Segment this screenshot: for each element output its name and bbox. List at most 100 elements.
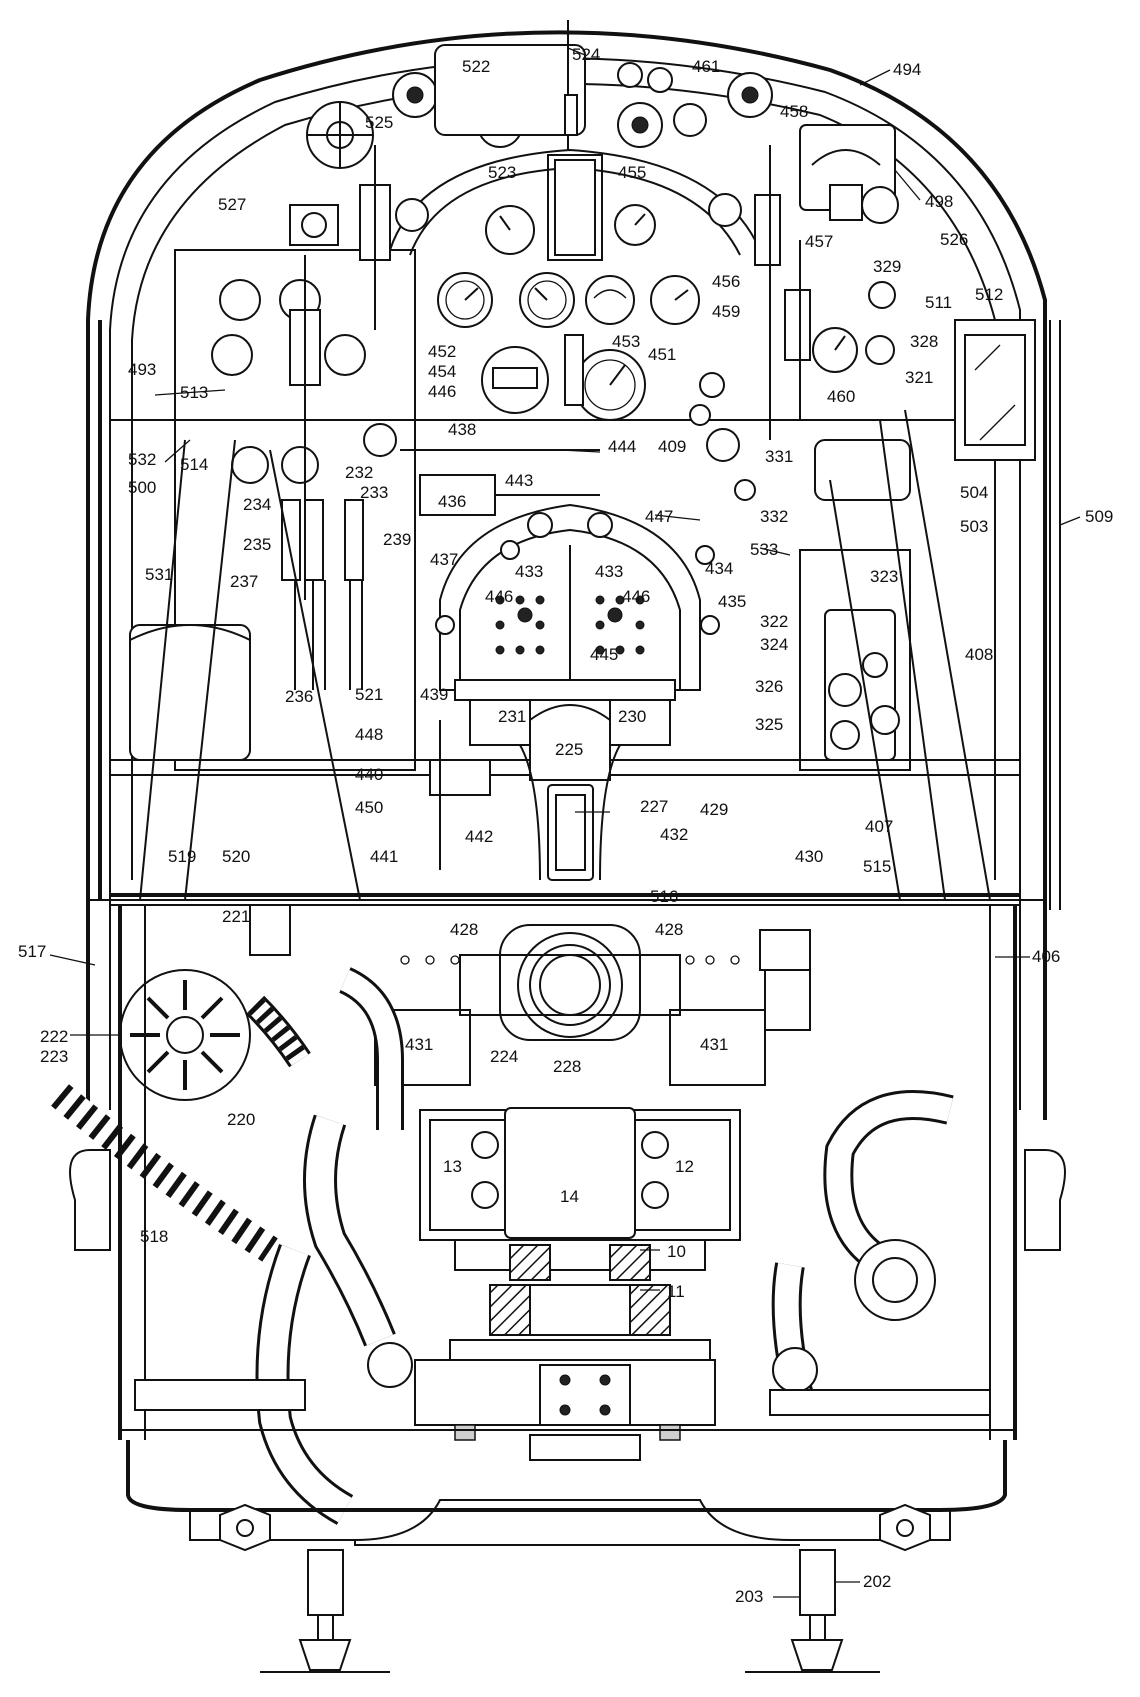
ref-label: 433 (515, 562, 543, 581)
ref-label: 521 (355, 685, 383, 704)
ref-label: 324 (760, 635, 788, 654)
ref-label: 527 (218, 195, 246, 214)
ref-label: 446 (428, 382, 456, 401)
ref-label: 14 (560, 1187, 579, 1206)
ref-label: 441 (370, 847, 398, 866)
ref-label: 428 (655, 920, 683, 939)
ref-label: 452 (428, 342, 456, 361)
ref-label: 328 (910, 332, 938, 351)
ref-label: 518 (140, 1227, 168, 1246)
ref-label: 437 (430, 550, 458, 569)
ref-label: 237 (230, 572, 258, 591)
left-regulators (98, 145, 416, 901)
ref-label: 443 (505, 471, 533, 490)
ref-label: 406 (1032, 947, 1060, 966)
burner-holes (495, 595, 645, 655)
ref-label: 428 (450, 920, 478, 939)
ref-label: 434 (705, 559, 733, 578)
fan-wheel (119, 969, 251, 1101)
ref-label: 532 (128, 450, 156, 469)
ref-label: 445 (590, 645, 618, 664)
ref-label: 457 (805, 232, 833, 251)
ref-label: 515 (863, 857, 891, 876)
ref-label: 440 (355, 765, 383, 784)
ref-label: 329 (873, 257, 901, 276)
ref-label: 431 (405, 1035, 433, 1054)
gauge-cluster (211, 193, 896, 501)
handwheel (306, 101, 374, 169)
ref-label: 456 (712, 272, 740, 291)
ref-label: 225 (555, 740, 583, 759)
engine-block (414, 1107, 741, 1461)
ref-label: 524 (572, 45, 600, 64)
ref-label: 409 (658, 437, 686, 456)
ref-label: 453 (612, 332, 640, 351)
ref-label: 442 (465, 827, 493, 846)
ref-label: 321 (905, 368, 933, 387)
ref-label: 326 (755, 677, 783, 696)
ref-label: 223 (40, 1047, 68, 1066)
ref-label: 500 (128, 478, 156, 497)
bolt-row (400, 955, 740, 965)
ref-label: 446 (622, 587, 650, 606)
ref-label: 493 (128, 360, 156, 379)
ref-label: 227 (640, 797, 668, 816)
ref-label: 220 (227, 1110, 255, 1129)
top-valves (289, 20, 899, 261)
ref-label: 332 (760, 507, 788, 526)
ref-label: 519 (168, 847, 196, 866)
ref-label: 503 (960, 517, 988, 536)
ref-label: 516 (650, 887, 678, 906)
ref-label: 447 (645, 507, 673, 526)
ref-label: 531 (145, 565, 173, 584)
ref-label: 514 (180, 455, 208, 474)
ref-label: 504 (960, 483, 988, 502)
ref-label: 331 (765, 447, 793, 466)
ref-label: 224 (490, 1047, 518, 1066)
ref-label: 10 (667, 1242, 686, 1261)
ref-label: 232 (345, 463, 373, 482)
ref-label: 451 (648, 345, 676, 364)
ref-label: 233 (360, 483, 388, 502)
leader-lines (49, 47, 1081, 1598)
ref-label: 435 (718, 592, 746, 611)
ref-label: 13 (443, 1157, 462, 1176)
ref-label: 430 (795, 847, 823, 866)
ref-label: 460 (827, 387, 855, 406)
ref-label: 439 (420, 685, 448, 704)
chassis (69, 905, 1066, 1552)
ref-label: 221 (222, 907, 250, 926)
ref-label: 526 (940, 230, 968, 249)
ref-label: 459 (712, 302, 740, 321)
ref-label: 202 (863, 1572, 891, 1591)
ref-label: 408 (965, 645, 993, 664)
ref-label: 458 (780, 102, 808, 121)
ref-label: 236 (285, 687, 313, 706)
ref-label: 325 (755, 715, 783, 734)
ref-label: 234 (243, 495, 271, 514)
ref-label: 525 (365, 113, 393, 132)
ref-label: 432 (660, 825, 688, 844)
ref-label: 509 (1085, 507, 1113, 526)
ref-label: 12 (675, 1157, 694, 1176)
ref-label: 323 (870, 567, 898, 586)
leveling-feet (260, 1549, 880, 1673)
ref-label: 433 (595, 562, 623, 581)
right-components (754, 145, 1061, 910)
ref-label: 436 (438, 492, 466, 511)
ref-label: 454 (428, 362, 456, 381)
ref-label: 498 (925, 192, 953, 211)
reference-labels: 524 522 461 494 525 458 523 455 498 527 … (18, 45, 1113, 1606)
ref-label: 450 (355, 798, 383, 817)
ref-label: 407 (865, 817, 893, 836)
hoses (51, 967, 954, 1525)
ref-label: 494 (893, 60, 921, 79)
ref-label: 522 (462, 57, 490, 76)
ref-label: 429 (700, 800, 728, 819)
ref-label: 322 (760, 612, 788, 631)
ref-label: 431 (700, 1035, 728, 1054)
ref-label: 448 (355, 725, 383, 744)
ref-label: 239 (383, 530, 411, 549)
ref-label: 11 (667, 1282, 685, 1301)
